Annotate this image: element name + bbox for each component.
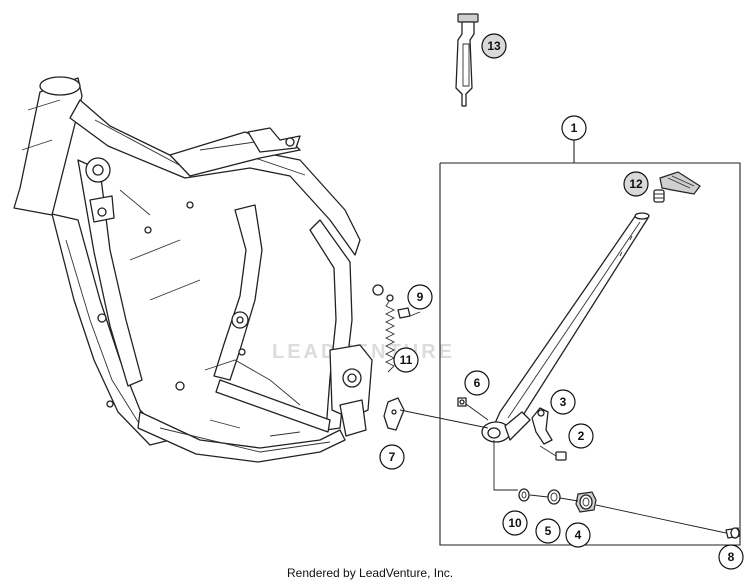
svg-text:2: 2 <box>578 429 585 443</box>
part-12-rubber-foot <box>653 171 701 203</box>
svg-text:5: 5 <box>545 524 552 538</box>
callout-5: 5 <box>535 518 561 544</box>
svg-text:10: 10 <box>508 516 522 530</box>
callout-3: 3 <box>550 389 576 415</box>
part-2-bolt <box>539 445 567 461</box>
callout-4: 4 <box>565 522 591 548</box>
part-6-screw <box>457 397 467 407</box>
footer-credit: Rendered by LeadVenture, Inc. <box>287 566 453 580</box>
callout-6: 6 <box>464 370 490 396</box>
svg-text:4: 4 <box>575 528 582 542</box>
callout-1: 1 <box>561 115 587 141</box>
callout-7: 7 <box>379 444 405 470</box>
svg-text:8: 8 <box>728 550 735 564</box>
part-1-group-box <box>439 140 741 546</box>
part-1-side-stand <box>481 212 650 443</box>
motorcycle-frame <box>13 76 384 463</box>
svg-text:3: 3 <box>560 395 567 409</box>
svg-text:13: 13 <box>487 39 501 53</box>
callout-2: 2 <box>568 423 594 449</box>
assembly-lines <box>399 311 727 534</box>
svg-text:11: 11 <box>400 353 413 367</box>
callout-13: 13 <box>481 33 507 59</box>
part-7-plate <box>383 397 405 431</box>
part-9-bolt <box>397 307 411 319</box>
callout-12: 12 <box>623 171 649 197</box>
part-10-washer <box>518 488 530 502</box>
svg-text:9: 9 <box>417 290 424 304</box>
svg-text:12: 12 <box>629 177 643 191</box>
callout-11: 11 <box>393 347 419 373</box>
part-4-bushing <box>575 491 597 513</box>
callout-9: 9 <box>407 284 433 310</box>
part-11-spring <box>384 294 396 373</box>
callout-10: 10 <box>502 510 528 536</box>
part-5-washer <box>547 489 561 505</box>
svg-text:7: 7 <box>389 450 396 464</box>
svg-text:1: 1 <box>571 121 578 135</box>
part-3-bracket <box>531 407 553 445</box>
part-8-bolt <box>725 527 741 539</box>
part-13-spring-hook <box>455 13 479 107</box>
callout-8: 8 <box>718 544 744 570</box>
svg-text:6: 6 <box>474 376 481 390</box>
